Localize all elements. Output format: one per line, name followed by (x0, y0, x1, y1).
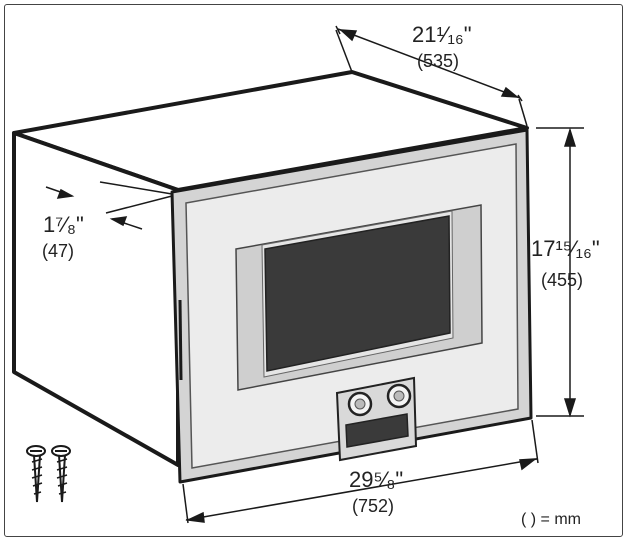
diagram-border (4, 4, 623, 537)
depth-inches-label: 21¹⁄₁₆" (412, 22, 472, 47)
oven-window (264, 215, 451, 372)
width-mm-label: (752) (352, 496, 395, 516)
height-inches-label: 17¹⁵⁄₁₆" (531, 236, 600, 261)
control-display (345, 413, 409, 448)
depth-mm-label: (535) (417, 51, 460, 71)
units-legend: ( ) = mm (521, 511, 581, 528)
width-inches-label: 29⁵⁄₈" (349, 467, 404, 492)
width-dimension-line (182, 419, 539, 524)
screw-icon (26, 445, 46, 503)
height-dimension-line (536, 127, 584, 418)
height-mm-label: (455) (541, 270, 584, 290)
lip-dimension-line (45, 181, 173, 230)
lip-inches-label: 1⁷⁄₈" (43, 212, 84, 237)
depth-dimension-line (335, 25, 528, 127)
cabinet-side (12, 131, 180, 467)
lip-mm-label: (47) (42, 241, 75, 261)
screw-icon (51, 445, 71, 503)
